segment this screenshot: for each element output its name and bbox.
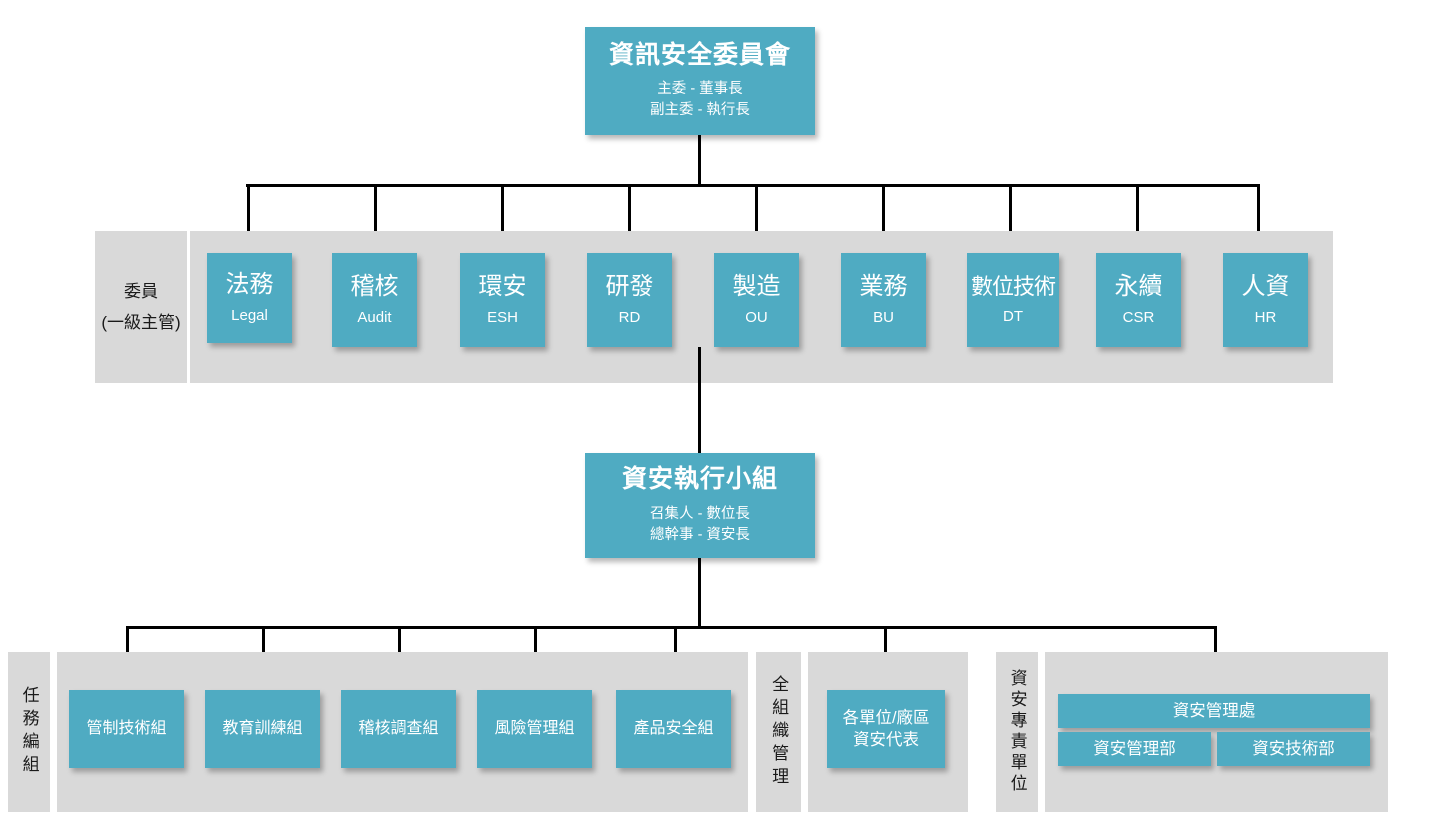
member-box-dt[interactable]: 數位技術 DT: [967, 253, 1059, 347]
task-group-label-risk-mgmt: 風險管理組: [494, 720, 575, 738]
connector-drop-bu: [882, 184, 885, 235]
task-group-box-training[interactable]: 教育訓練組: [205, 690, 320, 768]
member-box-audit[interactable]: 稽核 Audit: [332, 253, 417, 347]
committee-role-vice-chair: 副主委 - 執行長: [650, 102, 750, 119]
member-name-rd: 研發: [605, 273, 654, 300]
task-group-label-training: 教育訓練組: [222, 720, 303, 738]
member-box-bu[interactable]: 業務 BU: [841, 253, 926, 347]
connector-execution-team-to-bus: [698, 558, 701, 628]
connector-drop-dt: [1009, 184, 1012, 235]
member-abbr-bu: BU: [873, 309, 894, 327]
org-wide-label-text: 全組織管理: [769, 674, 789, 790]
member-name-hr: 人資: [1241, 273, 1290, 300]
connector-committee-to-bus: [698, 135, 701, 186]
member-box-legal[interactable]: 法務 Legal: [207, 253, 292, 343]
org-wide-box-site-representatives-label: 各單位/廠區 資安代表: [842, 707, 929, 752]
member-abbr-rd: RD: [618, 309, 641, 327]
connector-drop-csr: [1136, 184, 1139, 235]
task-group-label-control-tech: 管制技術組: [86, 720, 167, 738]
member-name-dt: 數位技術: [970, 274, 1056, 300]
committee-members-label: 委員 (一級主管): [95, 231, 187, 383]
dedicated-unit-label-text: 資安專責單位: [1007, 669, 1027, 795]
task-group-box-audit-investigation[interactable]: 稽核調查組: [341, 690, 456, 768]
member-name-audit: 稽核: [350, 273, 399, 300]
dedicated-unit-label: 資安專責單位: [996, 652, 1038, 812]
connector-drop-ou: [755, 184, 758, 235]
connector-drop-hr: [1257, 184, 1260, 235]
member-abbr-dt: DT: [1003, 308, 1023, 326]
site-rep-line2: 資安代表: [853, 731, 919, 749]
member-name-ou: 製造: [732, 273, 781, 300]
committee-title: 資訊安全委員會: [608, 40, 791, 69]
member-box-esh[interactable]: 環安 ESH: [460, 253, 545, 347]
task-group-box-risk-mgmt[interactable]: 風險管理組: [477, 690, 592, 768]
org-wide-box-site-representatives[interactable]: 各單位/廠區 資安代表: [827, 690, 945, 768]
connector-band-to-execution-team: [698, 347, 701, 455]
task-group-label-audit-investigation: 稽核調查組: [358, 720, 439, 738]
task-force-label-text: 任務編組: [19, 686, 39, 778]
member-box-rd[interactable]: 研發 RD: [587, 253, 672, 347]
execution-team-role-convener: 召集人 - 數位長: [650, 505, 750, 522]
member-box-ou[interactable]: 製造 OU: [714, 253, 799, 347]
dedicated-unit-dept-label-technical: 資安技術部: [1252, 739, 1335, 758]
member-abbr-legal: Legal: [231, 307, 268, 325]
member-abbr-csr: CSR: [1122, 309, 1155, 327]
member-box-hr[interactable]: 人資 HR: [1223, 253, 1308, 347]
task-force-label: 任務編組: [8, 652, 50, 812]
connector-bus-lower: [126, 626, 1217, 629]
execution-team-role-secretary: 總幹事 - 資安長: [650, 526, 750, 543]
connector-drop-legal: [247, 184, 250, 235]
member-abbr-audit: Audit: [357, 309, 392, 327]
member-name-csr: 永續: [1114, 273, 1163, 300]
member-box-csr[interactable]: 永續 CSR: [1096, 253, 1181, 347]
task-group-box-control-tech[interactable]: 管制技術組: [69, 690, 184, 768]
committee-members-label-line2: (一級主管): [101, 313, 181, 332]
member-name-legal: 法務: [225, 271, 274, 298]
task-group-label-product-safety: 產品安全組: [633, 720, 714, 738]
committee-box[interactable]: 資訊安全委員會 主委 - 董事長 副主委 - 執行長: [585, 27, 815, 135]
task-group-box-product-safety[interactable]: 產品安全組: [616, 690, 731, 768]
dedicated-unit-dept-box-technical[interactable]: 資安技術部: [1217, 732, 1370, 766]
connector-drop-esh: [501, 184, 504, 235]
connector-drop-audit: [374, 184, 377, 235]
member-abbr-hr: HR: [1254, 309, 1277, 327]
connector-bus-committee: [246, 184, 1258, 187]
committee-members-label-line1: 委員: [124, 281, 158, 301]
execution-team-title: 資安執行小組: [621, 465, 778, 494]
dedicated-unit-head-box[interactable]: 資安管理處: [1058, 694, 1370, 728]
member-abbr-esh: ESH: [487, 309, 518, 327]
committee-roles: 主委 - 董事長 副主委 - 執行長: [650, 79, 750, 121]
execution-team-box[interactable]: 資安執行小組 召集人 - 數位長 總幹事 - 資安長: [585, 453, 815, 558]
member-name-esh: 環安: [478, 273, 527, 300]
dedicated-unit-dept-label-management: 資安管理部: [1093, 739, 1176, 758]
connector-drop-rd: [628, 184, 631, 235]
committee-role-chair: 主委 - 董事長: [657, 81, 743, 98]
org-wide-label: 全組織管理: [756, 652, 801, 812]
site-rep-line1: 各單位/廠區: [842, 708, 930, 727]
dedicated-unit-head-label: 資安管理處: [1172, 701, 1256, 720]
dedicated-unit-dept-box-management[interactable]: 資安管理部: [1058, 732, 1211, 766]
member-abbr-ou: OU: [745, 309, 768, 327]
execution-team-roles: 召集人 - 數位長 總幹事 - 資安長: [650, 504, 750, 546]
member-name-bu: 業務: [859, 273, 908, 300]
